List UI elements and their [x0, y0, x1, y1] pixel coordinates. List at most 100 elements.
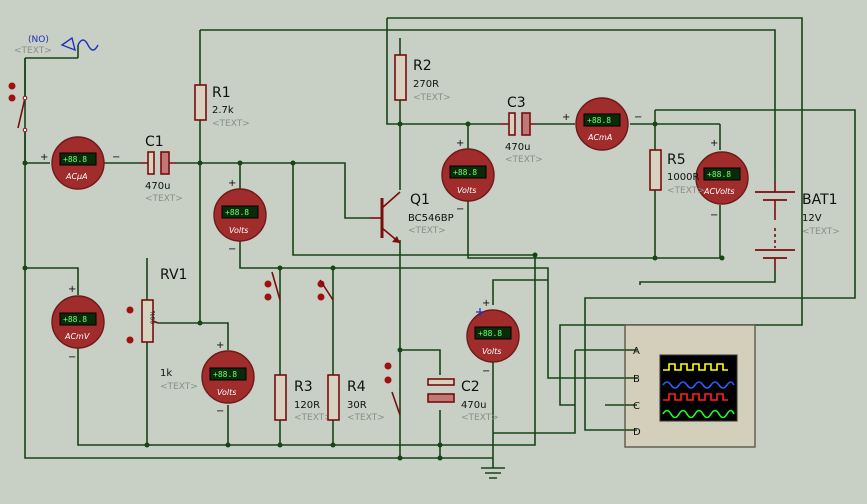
svg-text:−: −	[112, 152, 120, 163]
c2-value: 470u	[461, 400, 486, 411]
c3-tag: <TEXT>	[505, 155, 543, 165]
rv1-name: RV1	[160, 267, 187, 283]
meter-acma[interactable]: +88.8 ACmA + −	[562, 97, 642, 151]
meter-volts-emitter-display: +88.8	[478, 329, 502, 338]
svg-text:−: −	[710, 210, 718, 221]
meter-volts-emitter[interactable]: +88.8 Volts + −	[466, 298, 520, 377]
meter-acmv-unit: ACmV	[64, 332, 90, 341]
svg-text:−: −	[482, 366, 490, 377]
capacitor-c3[interactable]: C3 470u <TEXT>	[500, 95, 543, 165]
scope-trace-c	[663, 393, 728, 401]
meter-acma-unit: ACmA	[587, 133, 612, 142]
r4-tag: <TEXT>	[347, 413, 385, 423]
meter-volts-collector[interactable]: +88.8 Volts +−	[441, 138, 495, 215]
switch-r3[interactable]	[264, 271, 281, 301]
svg-text:−: −	[216, 406, 224, 417]
resistor-r1[interactable]: R1 2.7k <TEXT>	[194, 84, 250, 129]
svg-text:−: −	[68, 352, 76, 363]
meter-volts-base-unit: Volts	[229, 226, 248, 235]
q1-tag: <TEXT>	[408, 226, 446, 236]
meter-volts-rv1-unit: Volts	[217, 388, 236, 397]
svg-text:−: −	[456, 204, 464, 215]
switch-input[interactable]	[8, 82, 28, 133]
rv1-value: 1k	[160, 368, 172, 379]
transistor-q1[interactable]: Q1 BC546BP <TEXT>	[370, 191, 454, 244]
resistor-r5[interactable]: R5 1000R <TEXT>	[649, 149, 705, 196]
bat1-name: BAT1	[802, 192, 838, 208]
r1-value: 2.7k	[212, 105, 234, 116]
scope-channel-d: D	[633, 427, 641, 438]
scope-trace-b	[662, 381, 735, 389]
meter-acvolts-unit: ACVolts	[703, 187, 734, 196]
rv1-tag: <TEXT>	[160, 382, 198, 392]
c1-tag: <TEXT>	[145, 194, 183, 204]
potentiometer-rv1[interactable]: 99% RV1 1k <TEXT>	[126, 267, 198, 392]
scope-trace-a	[663, 363, 728, 371]
q1-name: Q1	[410, 192, 430, 208]
r4-name: R4	[347, 379, 366, 395]
oscilloscope[interactable]: A B C D	[624, 324, 756, 448]
meter-volts-emitter-unit: Volts	[482, 347, 501, 356]
r2-name: R2	[413, 58, 432, 74]
meter-acua-display: +88.8	[63, 155, 87, 164]
meter-acmv-display: +88.8	[63, 315, 87, 324]
resistor-r3[interactable]: R3 120R <TEXT>	[274, 374, 332, 423]
meter-volts-base[interactable]: +88.8 Volts + −	[213, 178, 267, 255]
svg-text:+: +	[68, 284, 76, 295]
resistor-r4[interactable]: R4 30R <TEXT>	[327, 374, 385, 423]
r5-name: R5	[667, 152, 686, 168]
svg-text:+: +	[562, 112, 570, 123]
r5-value: 1000R	[667, 172, 699, 183]
c2-name: C2	[461, 379, 480, 395]
c2-tag: <TEXT>	[461, 413, 499, 423]
meter-volts-base-display: +88.8	[225, 208, 249, 217]
source-label: (NO)	[28, 35, 49, 45]
r3-tag: <TEXT>	[294, 413, 332, 423]
meter-acua-unit: ACµA	[65, 172, 88, 181]
resistor-r2[interactable]: R2 270R <TEXT>	[394, 54, 451, 103]
switch-c2[interactable]	[384, 362, 401, 416]
rv1-wiper: 99%	[150, 310, 157, 324]
meter-acua[interactable]: +88.8 ACµA +−	[40, 136, 120, 190]
meter-acmv[interactable]: +88.8 ACmV + −	[51, 284, 105, 363]
svg-text:+: +	[228, 178, 236, 189]
ground-symbol	[481, 467, 505, 479]
meter-volts-collector-display: +88.8	[453, 168, 477, 177]
meter-volts-rv1-display: +88.8	[213, 370, 237, 379]
junctions	[22, 121, 725, 461]
svg-text:+: +	[216, 340, 224, 351]
meter-volts-rv1[interactable]: +88.8 Volts + −	[201, 340, 255, 417]
svg-text:+: +	[710, 138, 718, 149]
meter-acvolts[interactable]: +88.8 ACVolts + −	[695, 138, 749, 221]
svg-text:+: +	[482, 298, 490, 309]
capacitor-c2[interactable]: C2 470u <TEXT>	[427, 378, 499, 423]
scope-trace-d	[662, 409, 735, 419]
r4-value: 30R	[347, 400, 367, 411]
scope-channel-c: C	[633, 401, 640, 412]
source-tag: <TEXT>	[14, 46, 52, 56]
svg-text:−: −	[228, 244, 236, 255]
r2-tag: <TEXT>	[413, 93, 451, 103]
meter-acvolts-display: +88.8	[707, 170, 731, 179]
r5-tag: <TEXT>	[667, 186, 705, 196]
capacitor-c1[interactable]: C1 470u <TEXT>	[140, 134, 183, 204]
battery-bat1[interactable]: BAT1 12V <TEXT>	[755, 182, 840, 270]
scope-channel-b: B	[633, 374, 640, 385]
c3-name: C3	[507, 95, 526, 111]
scope-channel-a: A	[633, 346, 640, 357]
meter-acma-display: +88.8	[587, 116, 611, 125]
c1-name: C1	[145, 134, 164, 150]
signal-source[interactable]: (NO) <TEXT>	[14, 35, 99, 58]
r2-value: 270R	[413, 79, 439, 90]
r1-tag: <TEXT>	[212, 119, 250, 129]
switch-r4[interactable]	[317, 279, 334, 301]
svg-text:+: +	[456, 138, 464, 149]
c1-value: 470u	[145, 181, 170, 192]
r3-value: 120R	[294, 400, 320, 411]
svg-text:−: −	[634, 112, 642, 123]
r3-name: R3	[294, 379, 313, 395]
r1-name: R1	[212, 85, 231, 101]
q1-value: BC546BP	[408, 213, 454, 224]
